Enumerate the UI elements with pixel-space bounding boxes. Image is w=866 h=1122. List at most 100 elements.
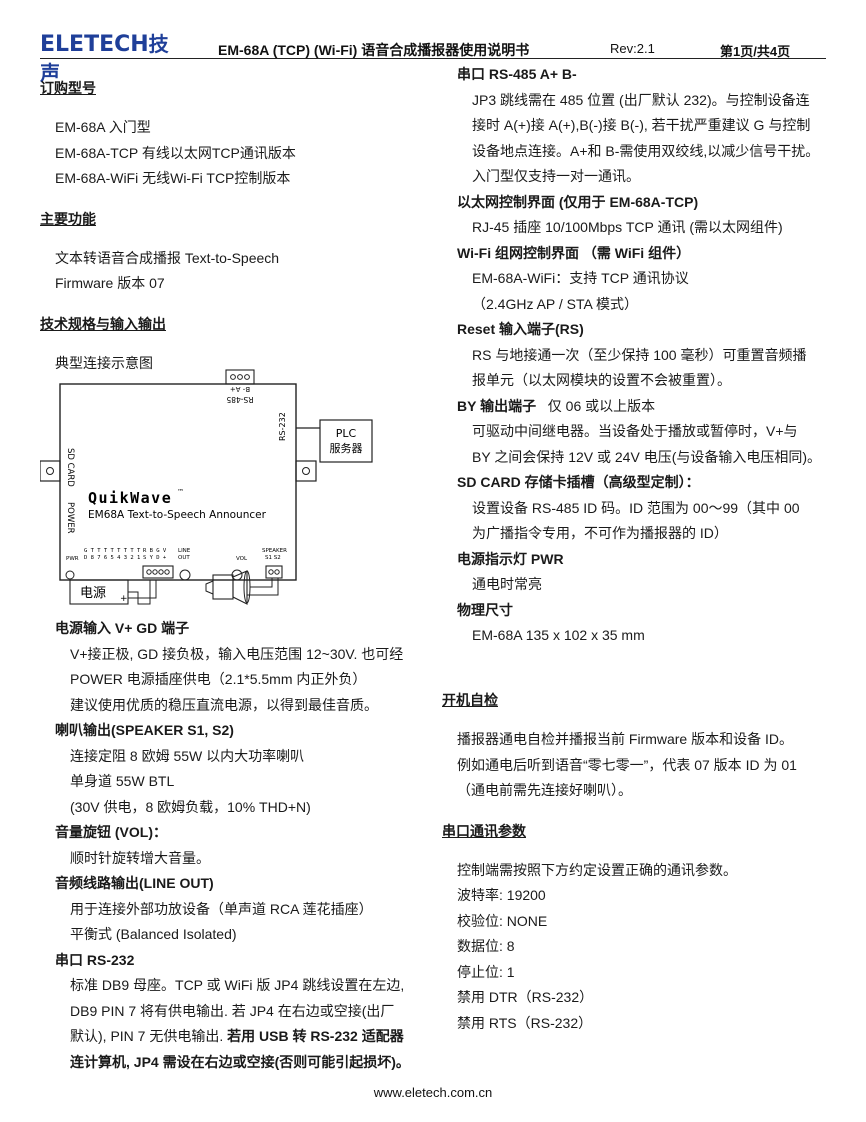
section-title-spec: 技术规格与输入输出 <box>40 315 166 332</box>
rb-labels-top: R B G V <box>143 548 167 554</box>
plc-label: PLC <box>336 427 357 440</box>
volume-line: 顺时针旋转增大音量。 <box>70 849 210 866</box>
line-out-label-bottom: OUT <box>178 555 190 561</box>
mounting-hole-icon <box>302 467 310 475</box>
sdcard-line: 设置设备 RS-485 ID 码。ID 范围为 00～99（其中 00 <box>472 499 800 516</box>
power-input-line: POWER 电源插座供电（2.1*5.5mm 内正外负） <box>70 671 367 687</box>
wifi-line: EM-68A-WiFi：支持 TCP 通讯协议 <box>472 270 689 286</box>
revision-label: Rev:2.1 <box>610 41 655 56</box>
eletech-logo: ELETECH技声 <box>40 28 170 85</box>
by-title: BY 输出端子 <box>457 397 537 414</box>
wifi-title: Wi-Fi 组网控制界面 （需 WiFi 组件） <box>457 244 691 261</box>
order-item: EM-68A-TCP 有线以太网TCP通讯版本 <box>55 144 296 161</box>
comm-line: 禁用 RTS（RS-232） <box>457 1014 593 1031</box>
rs232-line: 默认), PIN 7 无供电输出. 若用 USB 转 RS-232 适配器 <box>70 1028 404 1044</box>
speaker-line: (30V 供电，8 欧姆负载，10% THD+N) <box>70 798 311 815</box>
rb-labels-bottom: S Y D + <box>143 555 167 561</box>
volume-title: 音量旋钮 (VOL)： <box>55 824 167 840</box>
section-title-selftest: 开机自检 <box>442 692 498 708</box>
selftest-line: （通电前需先连接好喇叭）。 <box>457 782 632 798</box>
page-indicator: 第1页/共4页 <box>720 44 791 59</box>
comm-line: 停止位: 1 <box>457 963 515 980</box>
left-column-bottom: 电源输入 V+ GD 端子 V+接正极, GD 接负极，输入电压范围 12~30… <box>55 616 445 1075</box>
ethernet-line: RJ-45 插座 10/100Mbps TCP 通讯 (需以太网组件) <box>472 219 783 235</box>
header-divider <box>40 58 826 59</box>
power-terminal <box>142 565 174 579</box>
selftest-line: 播报器通电自检并播报当前 Firmware 版本和设备 ID。 <box>457 731 793 747</box>
rs232-label: RS-232 <box>278 412 287 441</box>
lineout-line: 平衡式 (Balanced Isolated) <box>70 926 237 942</box>
by-line: 可驱动中间继电器。当设备处于播放或暂停时，V+与 <box>472 423 798 439</box>
by-line: BY 之间会保持 12V 或 24V 电压(与设备输入电压相同)。 <box>472 448 822 465</box>
feature-item: 文本转语音合成播报 Text-to-Speech <box>55 249 280 266</box>
footer-url: www.eletech.com.cn <box>373 1085 493 1100</box>
trademark-symbol: ™ <box>177 488 184 496</box>
sdcard-label: SD CARD <box>65 448 75 487</box>
rs485-terminal <box>225 369 255 385</box>
power-supply-plus: + <box>120 594 128 604</box>
rs232-warning-inline: 若用 USB 转 RS-232 适配器 <box>227 1028 404 1044</box>
document-title: EM-68A (TCP) (Wi-Fi) 语音合成播报器使用说明书 <box>218 42 530 58</box>
speaker-label-top: SPEAKER <box>262 548 287 554</box>
ethernet-title: 以太网控制界面 (仅用于 EM-68A-TCP) <box>457 193 699 210</box>
mounting-hole-icon <box>46 467 54 475</box>
comm-line: 控制端需按照下方约定设置正确的通讯参数。 <box>457 861 737 878</box>
reset-line: RS 与地接通一次（至少保持 100 毫秒）可重置音频播 <box>472 346 807 363</box>
logo-text-cn: 技声 <box>40 32 169 85</box>
feature-item: Firmware 版本 07 <box>55 275 165 291</box>
by-title-row: BY 输出端子 仅 06 或以上版本 <box>457 394 837 420</box>
speaker-label-bottom: S1 S2 <box>265 555 281 561</box>
line-out-label-top: LINE <box>178 548 191 554</box>
rs485-label: RS-485 <box>226 395 253 404</box>
comm-line: 波特率: 19200 <box>457 887 546 903</box>
pwr-title: 电源指示灯 PWR <box>457 550 564 567</box>
size-line: EM-68A 135 x 102 x 35 mm <box>472 627 645 643</box>
power-input-line: V+接正极, GD 接负极，输入电压范围 12~30V. 也可经 <box>70 645 404 662</box>
rs232-warning: 连计算机, JP4 需设在右边或空接(否则可能引起损坏)。 <box>70 1053 410 1070</box>
pwr-line: 通电时常亮 <box>472 576 542 592</box>
speaker-terminal <box>265 565 283 579</box>
wifi-line: （2.4GHz AP / STA 模式） <box>472 295 638 312</box>
comm-line: 校验位: NONE <box>457 912 548 929</box>
lineout-title: 音频线路输出(LINE OUT) <box>55 875 214 891</box>
rs485-title: 串口 RS-485 A+ B- <box>457 66 577 82</box>
pwr-label: PWR <box>66 556 79 562</box>
power-input-line: 建议使用优质的稳压直流电源，以得到最佳音质。 <box>70 696 378 713</box>
speaker-horn-icon <box>205 570 251 605</box>
brand-name: QuikWave <box>88 489 172 507</box>
diagram-caption: 典型连接示意图 <box>55 354 153 371</box>
rs485-line: 入门型仅支持一对一通讯。 <box>472 168 640 184</box>
order-item: EM-68A-WiFi 无线Wi-Fi TCP控制版本 <box>55 170 291 186</box>
order-item: EM-68A 入门型 <box>55 119 151 135</box>
pin-labels-bottom: D 8 7 6 5 4 3 2 1 <box>84 555 140 561</box>
by-title-suffix: 仅 06 或以上版本 <box>547 397 656 414</box>
lineout-line: 用于连接外部功放设备（单声道 RCA 莲花插座） <box>70 900 373 917</box>
rs232-line: 标准 DB9 母座。TCP 或 WiFi 版 JP4 跳线设置在左边, <box>70 977 405 993</box>
speaker-line: 连接定阻 8 欧姆 55W 以内大功率喇叭 <box>70 747 305 764</box>
vol-label: VOL <box>236 556 248 562</box>
reset-title: Reset 输入端子(RS) <box>457 321 584 337</box>
comm-line: 禁用 DTR（RS-232） <box>457 989 594 1005</box>
sdcard-line: 为广播指令专用，不可作为播报器的 ID） <box>472 525 728 541</box>
connection-diagram: B- A+ RS-485 RS-232 PLC 服务器 SD CARD POWE… <box>40 369 373 605</box>
brand-subtitle: EM68A Text-to-Speech Announcer <box>88 509 267 521</box>
logo-text-en: ELETECH <box>40 32 149 57</box>
right-column: 串口 RS-485 A+ B- JP3 跳线需在 485 位置 (出厂默认 23… <box>457 62 837 649</box>
rs485-line: JP3 跳线需在 485 位置 (出厂默认 232)。与控制设备连 <box>472 91 810 108</box>
speaker-line: 单身道 55W BTL <box>70 773 175 789</box>
plc-server-box <box>319 419 373 463</box>
sdcard-title: SD CARD 存储卡插槽（高级型定制）： <box>457 474 700 490</box>
section-title-order: 订购型号 <box>40 80 96 96</box>
power-input-title: 电源输入 V+ GD 端子 <box>55 620 190 636</box>
reset-line: 报单元（以太网模块的设置不会被重置）。 <box>472 372 731 388</box>
left-column-top: 订购型号 EM-68A 入门型 EM-68A-TCP 有线以太网TCP通讯版本 … <box>40 75 440 376</box>
size-title: 物理尺寸 <box>457 601 513 618</box>
section-title-comm: 串口通讯参数 <box>442 822 526 839</box>
server-label: 服务器 <box>330 442 363 455</box>
rs485-line: 设备地点连接。A+和 B-需使用双绞线,以减少信号干扰。 <box>472 142 820 159</box>
rs232-line: DB9 PIN 7 将有供电输出. 若 JP4 在右边或空接(出厂 <box>70 1002 395 1019</box>
right-column-lower: 开机自检 播报器通电自检并播报当前 Firmware 版本和设备 ID。 例如通… <box>442 687 837 1036</box>
power-supply-label: 电源 <box>80 586 106 601</box>
device-outline <box>59 383 297 581</box>
section-title-features: 主要功能 <box>40 210 96 227</box>
